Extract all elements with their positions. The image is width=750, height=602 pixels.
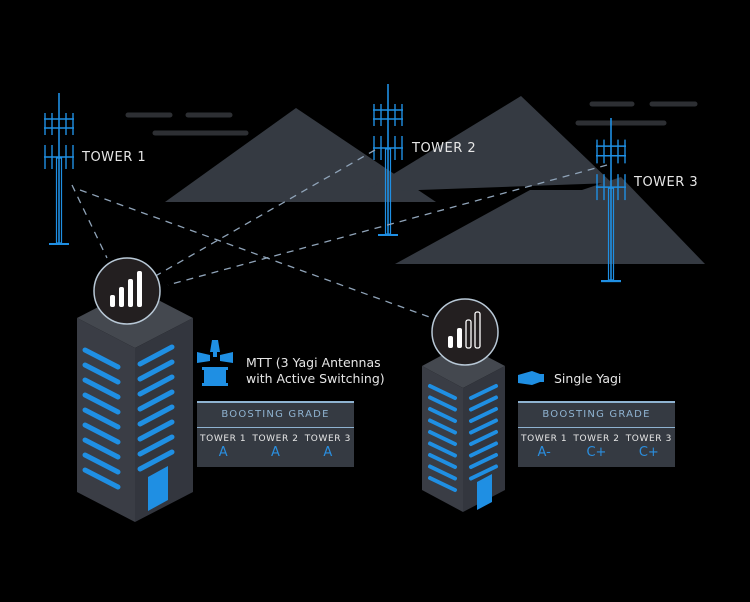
grade-tower-name: TOWER 2 [252,434,299,444]
window-stripe [469,418,498,435]
entrance-door [477,474,492,510]
window-stripe [82,377,121,400]
window-stripe [82,452,121,475]
mtt-description-line1: MTT (3 Yagi Antennas [246,355,381,370]
window-stripe [428,441,457,458]
grade-tower-name: TOWER 3 [304,434,351,444]
tower-1 [43,92,75,246]
signal-line-t3-b1 [167,164,608,286]
cloud-right [575,101,698,126]
window-stripe [137,404,175,427]
window-stripe [137,449,175,472]
entrance-door [148,466,168,511]
window-stripe [428,464,457,481]
tower-3-label: TOWER 3 [634,175,699,190]
window-stripe [82,422,121,445]
window-stripe [137,344,175,367]
mtt-description: MTT (3 Yagi Antennas with Active Switchi… [246,355,385,387]
single-yagi-building [422,344,505,512]
signal-bar-filled [448,336,453,348]
signal-bar-filled [457,328,462,348]
mountain-right [395,177,705,264]
grade-value: A- [537,445,551,460]
window-stripe [469,384,498,400]
yagi-antenna-icon [518,371,544,385]
window-stripe [82,437,121,460]
window-stripe [82,347,121,370]
window-stripe [469,395,498,412]
signal-line-t2-b1 [151,149,376,279]
signal-bar-empty [465,319,472,349]
window-stripe [428,395,457,412]
window-stripe [469,441,498,458]
grade-tower-name: TOWER 1 [521,434,568,444]
single-yagi-description: Single Yagi [554,371,621,387]
signal-bar-empty [474,311,481,349]
mountain-left [165,108,436,202]
window-stripe [428,430,457,446]
signal-line-t1-b2 [79,189,433,319]
grade-tower-name: TOWER 3 [625,434,672,444]
mtt-antenna-icon [197,340,233,386]
cloud-left [125,112,249,136]
window-stripe [428,418,457,435]
mtt-description-line2: with Active Switching) [246,371,385,386]
window-stripe [469,464,498,481]
grade-value: C+ [638,445,659,460]
grade-value: C+ [586,445,607,460]
window-stripe [428,476,457,492]
window-stripe [469,430,498,446]
grade-table-header: BOOSTING GRADE [518,403,675,428]
tower-2 [372,83,404,237]
window-stripe [82,362,121,385]
grade-tower-name: TOWER 1 [200,434,247,444]
window-stripe [137,374,175,397]
signal-strength-icon-mtt [93,257,161,325]
window-stripe [82,407,121,430]
signal-strength-icon-single [431,298,499,366]
window-stripe [469,407,498,423]
signal-line-t1-b1 [71,184,108,259]
window-stripe [137,389,175,412]
grade-table-header: BOOSTING GRADE [197,403,354,428]
window-stripe [82,392,121,415]
window-stripe [137,434,175,457]
window-stripe [428,453,457,469]
single-yagi-description-line1: Single Yagi [554,371,622,386]
tower-1-label: TOWER 1 [82,150,147,165]
signal-bar-filled [128,279,133,307]
grade-tower-name: TOWER 2 [573,434,620,444]
grade-value: A [323,445,333,460]
window-stripe [428,407,457,423]
grade-value: A [271,445,280,460]
mountain-middle [364,96,612,192]
window-stripe [137,359,175,382]
signal-bar-filled [119,287,124,307]
window-stripe [137,419,175,442]
signal-paths [71,149,608,319]
window-stripe [82,467,121,490]
tower-2-label: TOWER 2 [412,141,477,156]
window-stripe [428,384,457,400]
signal-bar-filled [110,295,115,307]
signal-bar-filled [137,271,142,307]
window-stripe [469,453,498,469]
grade-value: A [218,445,228,460]
